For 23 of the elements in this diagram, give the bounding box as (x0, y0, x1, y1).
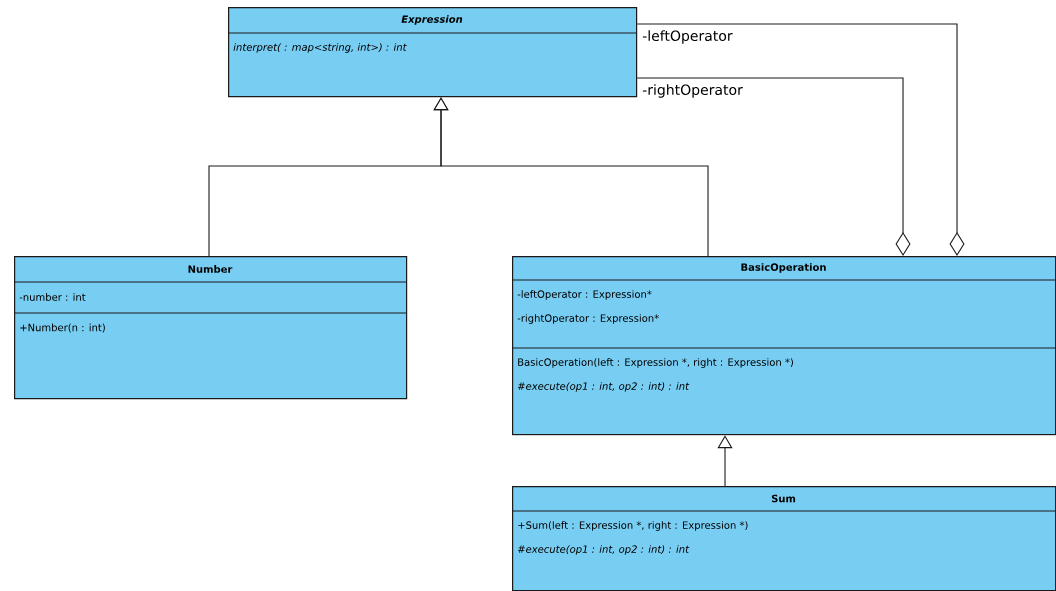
method-text: +Sum(left : Expression *, right : Expression *) (518, 521, 748, 531)
class-box (227, 7, 638, 98)
aggregation-line (636, 23, 965, 256)
class-box (13, 256, 408, 400)
method-text: #execute(op1 : int, op2 : int) : int (517, 382, 690, 392)
attribute-text: -leftOperator : Expression* (517, 290, 652, 300)
generalization-arrow (433, 97, 709, 257)
class-name: Number (188, 265, 233, 273)
role-label: -leftOperator (641, 29, 734, 45)
class-box (511, 256, 1056, 436)
method-text: +Number(n : int) (20, 323, 105, 333)
aggregation-line (636, 77, 911, 256)
class-box (511, 486, 1056, 591)
generalization-arrow (717, 435, 733, 487)
method-text: #execute(op1 : int, op2 : int) : int (517, 545, 690, 555)
class-name: Expression (401, 15, 463, 25)
method-text: interpret( : map<string, int>) : int (233, 43, 407, 53)
attribute-text: -rightOperator : Expression* (517, 314, 659, 324)
method-text: BasicOperation(left : Expression *, right : Expression *) (518, 358, 793, 368)
class-name: BasicOperation (741, 263, 826, 273)
attribute-text: -number : int (19, 293, 86, 301)
class-name: Sum (771, 494, 796, 503)
role-label: -rightOperator (641, 83, 744, 99)
